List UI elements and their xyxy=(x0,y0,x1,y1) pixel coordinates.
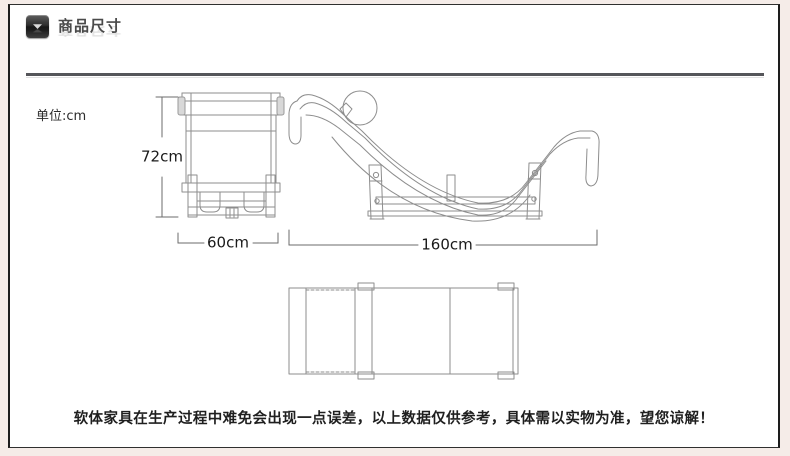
top-view-chaise-longue xyxy=(288,282,519,380)
section-header: 商品尺寸 商品尺寸 xyxy=(26,15,122,63)
length-dimension xyxy=(288,229,598,246)
header-divider xyxy=(26,73,764,76)
front-elevation-chaise-lounge xyxy=(177,92,285,219)
height-dimension xyxy=(155,96,179,218)
unit-label: 单位:cm xyxy=(36,109,87,124)
length-dimension-label: 160cm xyxy=(421,236,473,254)
dimension-drawings: 72cm 60cm xyxy=(141,90,600,380)
page-title: 商品尺寸 xyxy=(58,17,123,35)
side-profile-chaise-longue xyxy=(288,90,600,222)
header-divider-highlight xyxy=(26,77,764,78)
disclaimer-text: 软体家具在生产过程中难免会出现一点误差，以上数据仅供参考，具体需以实物为准，望您… xyxy=(73,411,715,427)
content-card: 商品尺寸 商品尺寸 单位:cm xyxy=(8,4,780,448)
width-dimension xyxy=(177,232,279,244)
height-dimension-label: 72cm xyxy=(141,148,183,166)
header-row: 商品尺寸 xyxy=(26,15,122,38)
width-dimension-label: 60cm xyxy=(207,234,249,252)
chevron-down-icon[interactable] xyxy=(26,15,49,38)
